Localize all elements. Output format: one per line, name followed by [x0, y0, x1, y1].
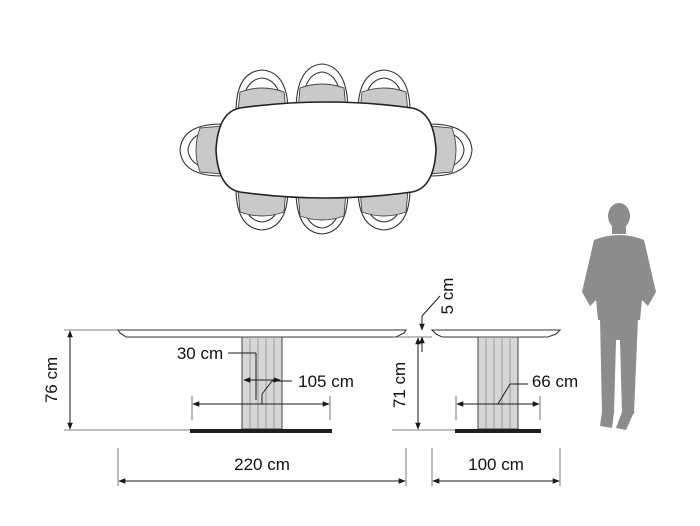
label-table-length: 220 cm [234, 455, 290, 474]
front-elevation [116, 329, 408, 433]
table-top-side [430, 329, 562, 338]
top-view [179, 63, 473, 235]
label-total-height: 76 cm [42, 357, 61, 403]
table-top-plan [215, 101, 437, 199]
table-top-front [116, 329, 408, 338]
label-base-depth-side: 66 cm [532, 372, 578, 391]
pedestal-front [241, 336, 283, 430]
label-table-width: 100 cm [468, 455, 524, 474]
foot-plate-front [190, 429, 332, 433]
pedestal-side [477, 336, 519, 430]
dimension-lines [64, 295, 561, 486]
human-scale-figure [582, 203, 656, 430]
label-column-width: 30 cm [177, 344, 223, 363]
label-base-depth-front: 105 cm [298, 372, 354, 391]
side-elevation [430, 329, 562, 433]
label-top-thickness: 5 cm [438, 278, 457, 315]
foot-plate-side [455, 429, 541, 433]
label-base-height: 71 cm [390, 362, 409, 408]
